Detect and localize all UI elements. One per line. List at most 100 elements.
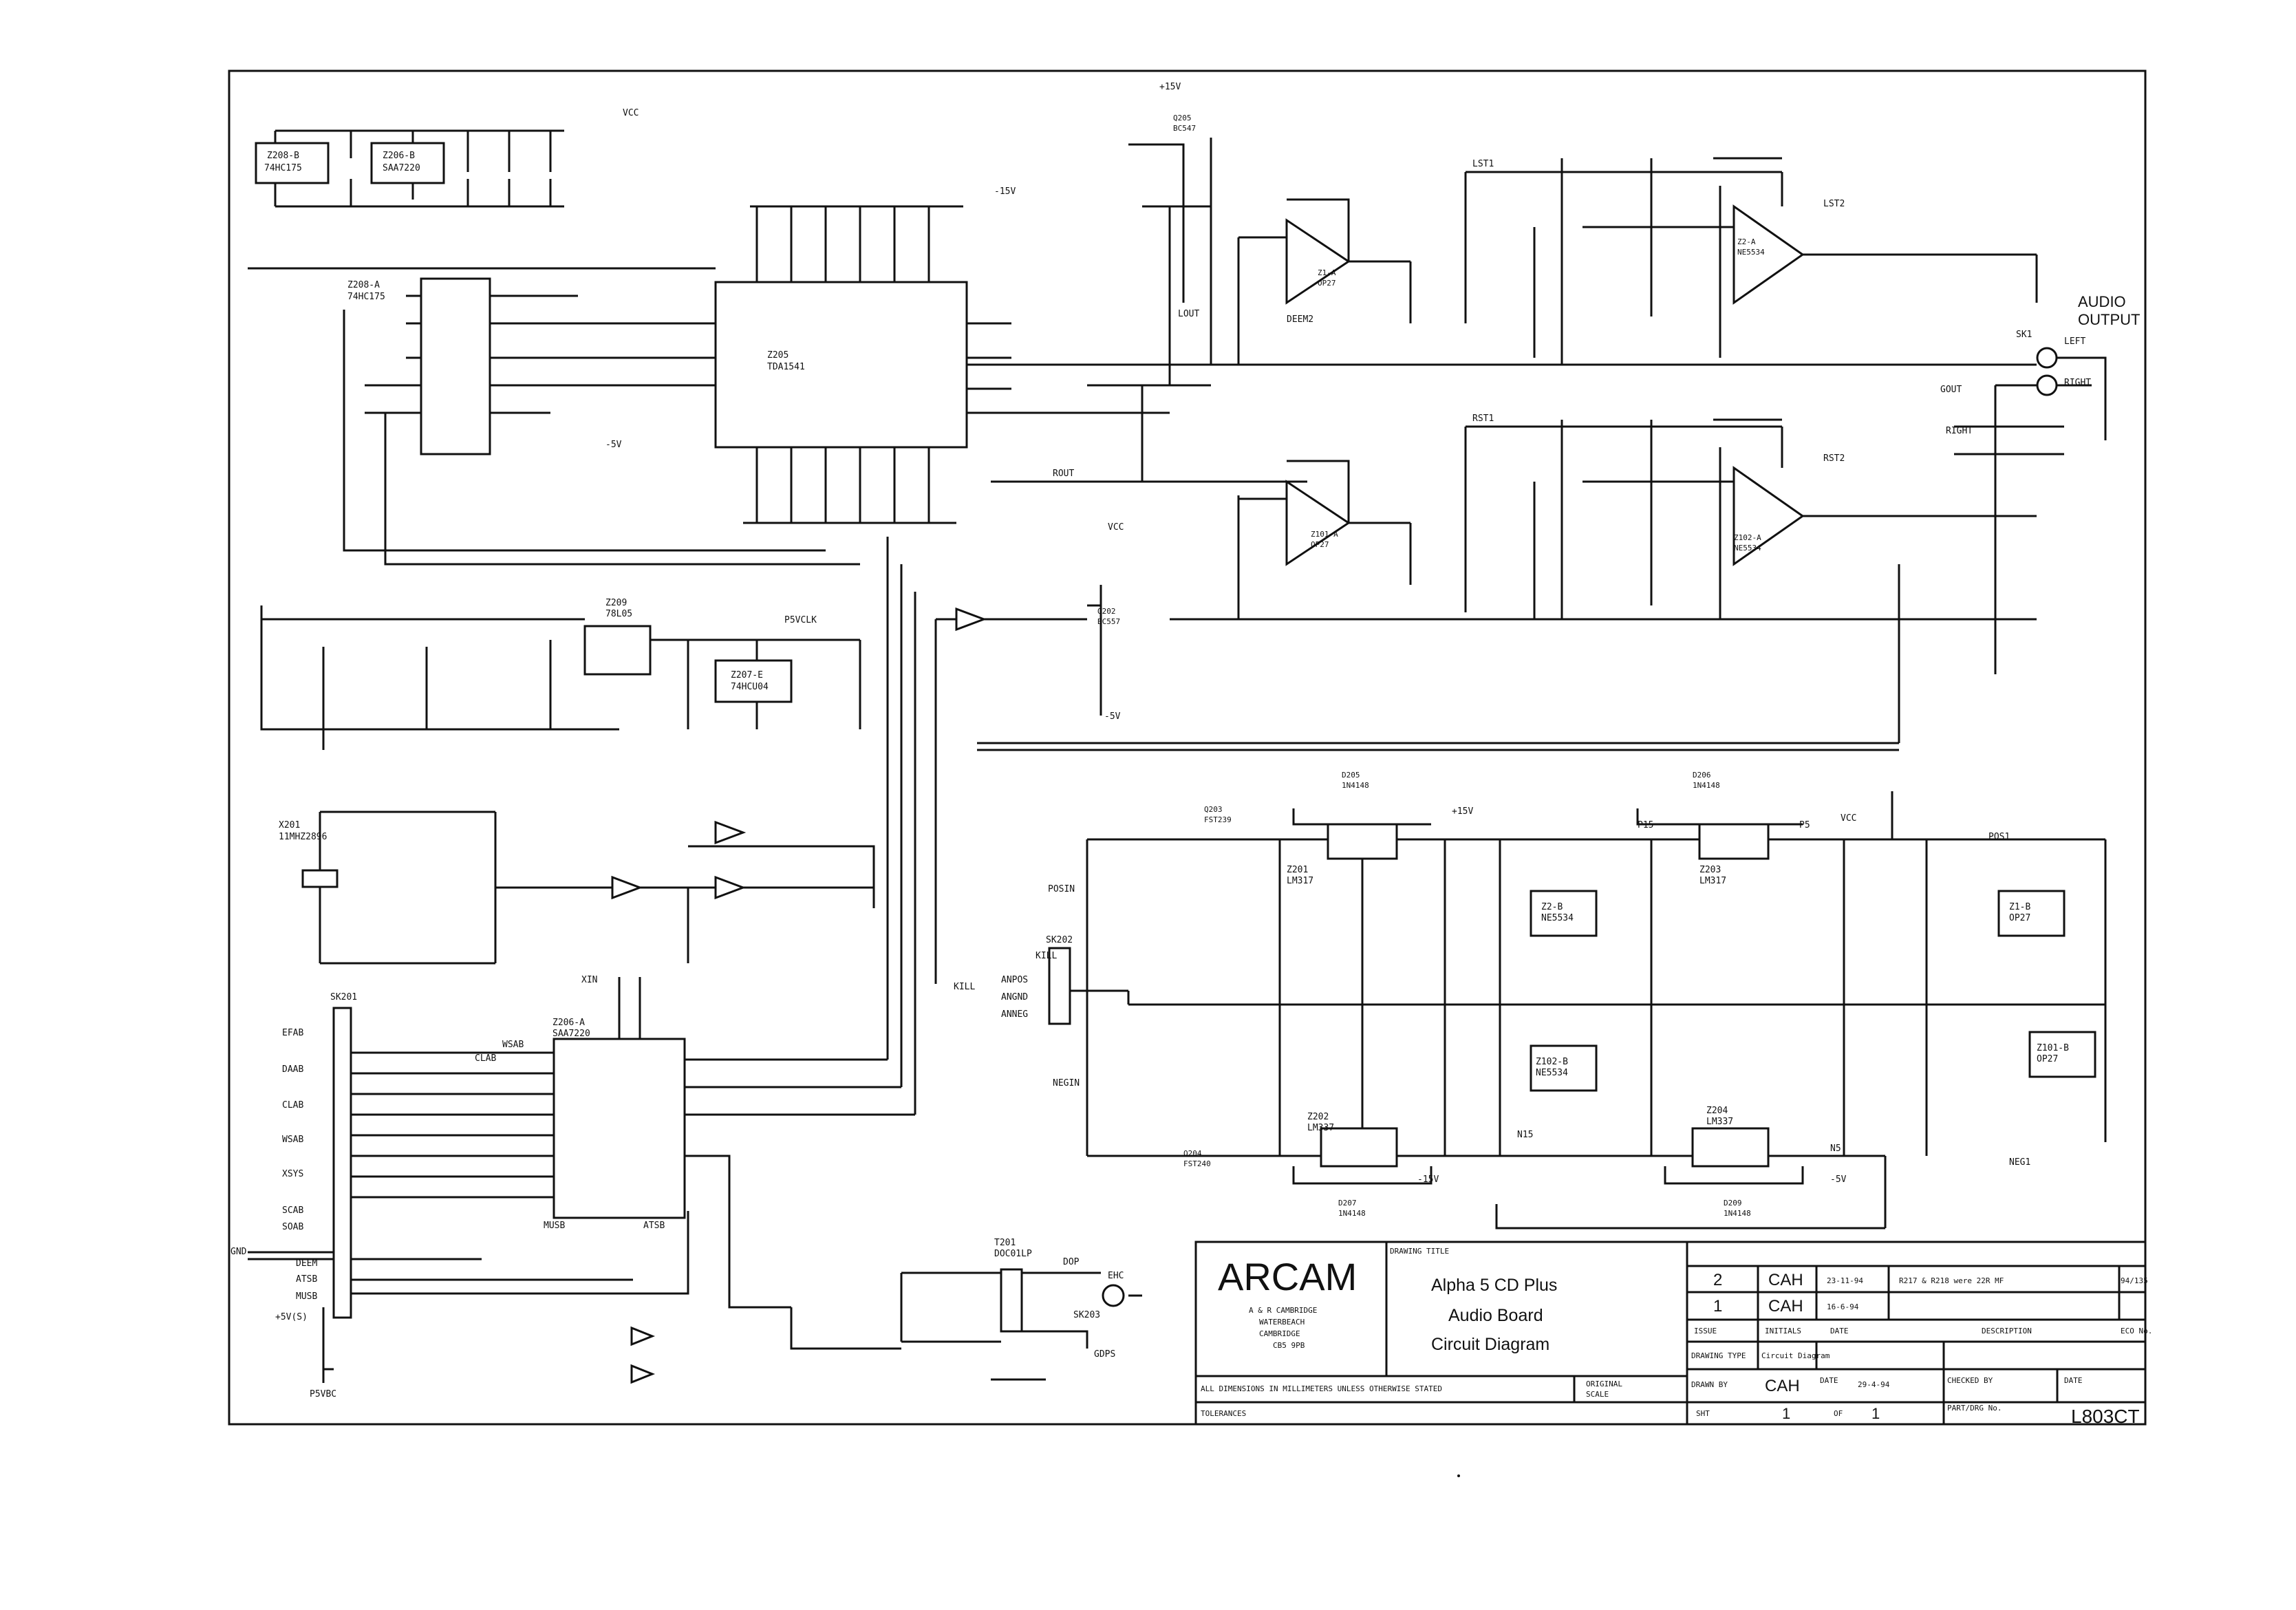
right-test-label: RIGHT: [1946, 426, 1973, 436]
of-label: OF: [1834, 1409, 1843, 1418]
z206a-part: SAA7220: [552, 1029, 590, 1039]
z207d-inverter: [714, 875, 747, 900]
z1b-part: OP27: [2009, 913, 2030, 923]
drawing-type-label: DRAWING TYPE: [1691, 1351, 1746, 1360]
ground-bus-wires: [967, 363, 2037, 483]
drawing-type-value: Circuit Diagram: [1761, 1351, 1830, 1360]
d207-part: 1N4148: [1338, 1209, 1366, 1218]
date-label: DATE: [1820, 1376, 1838, 1385]
deem-label: DEEM: [296, 1258, 317, 1269]
t201-part: DOC01LP: [994, 1249, 1032, 1259]
m15v-top-label: -15V: [994, 186, 1016, 197]
t201-transformer: [1000, 1268, 1023, 1333]
d206-part: 1N4148: [1693, 781, 1720, 790]
z2a-part: NE5534: [1737, 248, 1765, 257]
clab-bus-label: CLAB: [475, 1053, 496, 1064]
p15-label: P15: [1638, 820, 1653, 830]
z208b-ref: Z208-B: [267, 151, 299, 161]
efab-label: EFAB: [282, 1028, 303, 1038]
z207e-part: 74HCU04: [731, 682, 769, 692]
rst2-label: RST2: [1823, 453, 1845, 464]
z206b-ref: Z206-B: [383, 151, 415, 161]
q204-ref: Q204: [1183, 1149, 1202, 1158]
z101b-ref: Z101-B: [2037, 1043, 2069, 1053]
z205-pins: [578, 206, 1011, 524]
left-output-jack: [2036, 347, 2058, 369]
drawn-by-label: DRAWN BY: [1691, 1380, 1728, 1389]
spdif-wires: [790, 1271, 1142, 1381]
checked-by-label: CHECKED BY: [1947, 1376, 1993, 1385]
ehc-label: EHC: [1108, 1271, 1124, 1281]
kill-label: KILL: [954, 982, 975, 992]
z206b-part: SAA7220: [383, 163, 420, 173]
gout-label: GOUT: [1940, 385, 1962, 395]
z1a-opamp: [1285, 218, 1351, 305]
z206b-supply-wires: [274, 129, 564, 208]
z207f-spare-inverter: [630, 1364, 656, 1384]
sk201-connector: [332, 1007, 352, 1319]
neg1-label: NEG1: [2009, 1157, 2030, 1168]
regulator-wires: [260, 605, 861, 750]
z1a-ref: Z1-A: [1318, 268, 1336, 277]
z204-part: LM337: [1706, 1117, 1733, 1127]
z209-ref: Z209: [605, 598, 627, 608]
original-scale-label1: ORIGINAL: [1586, 1380, 1622, 1388]
company-logo-text: ARCAM: [1218, 1255, 1357, 1298]
address-line3: CAMBRIDGE: [1259, 1329, 1300, 1338]
z206b-box: [370, 142, 445, 184]
z2a-ref: Z2-A: [1737, 237, 1756, 246]
z101b-box: [2028, 1031, 2096, 1078]
z202-regulator: [1320, 1127, 1398, 1168]
audio-output-line1: AUDIO: [2078, 293, 2126, 310]
q202-ref: Q202: [1097, 607, 1116, 616]
z207e-ref: Z207-E: [731, 670, 763, 680]
angnd-label: ANGND: [1001, 992, 1028, 1002]
left-label: LEFT: [2064, 336, 2085, 347]
part-number: L803CT: [2071, 1406, 2140, 1427]
q202-part: BC557: [1097, 617, 1120, 626]
rev2-eco: 94/135: [2121, 1276, 2148, 1285]
z1a-part: OP27: [1318, 279, 1336, 288]
p5vbc-label: P5VBC: [310, 1389, 336, 1399]
part-label: PART/DRG No.: [1947, 1404, 2002, 1413]
rev2-initials: CAH: [1768, 1271, 1803, 1289]
d209-ref: D209: [1724, 1199, 1742, 1208]
z201-ref: Z201: [1287, 865, 1308, 875]
anpos-label: ANPOS: [1001, 975, 1028, 985]
title-block-frame: [1194, 1241, 2147, 1426]
title-line2: Audio Board: [1448, 1306, 1543, 1325]
tolerances-label: TOLERANCES: [1201, 1409, 1246, 1418]
x201-part: 11MHZ2896: [279, 832, 327, 842]
date-value: 29-4-94: [1858, 1380, 1890, 1389]
title-line3: Circuit Diagram: [1431, 1335, 1549, 1354]
kill-wires: [934, 585, 1102, 984]
z204-ref: Z204: [1706, 1106, 1728, 1116]
right-label: RIGHT: [2064, 378, 2091, 388]
p5-label: P5: [1799, 820, 1810, 830]
vcc-psu-label: VCC: [1841, 813, 1856, 824]
z206a-box: [552, 1038, 686, 1219]
anneg-label: ANNEG: [1001, 1009, 1028, 1020]
q203-part: FST239: [1204, 815, 1232, 824]
rev2-date: 23-11-94: [1827, 1276, 1863, 1285]
sk1-label: SK1: [2016, 330, 2032, 340]
title-line1: Alpha 5 CD Plus: [1431, 1276, 1557, 1295]
z205-box: [714, 281, 968, 449]
z102b-ref: Z102-B: [1536, 1057, 1568, 1067]
psu-wires: [1070, 791, 2107, 1230]
z207b-inverter: [714, 820, 747, 845]
lst2-label: LST2: [1823, 199, 1845, 209]
x201-crystal: [301, 869, 339, 888]
rev-header-date: DATE: [1830, 1327, 1849, 1335]
xsys-label: XSYS: [282, 1169, 303, 1179]
posin-label: POSIN: [1048, 884, 1075, 894]
z208a-part: 74HC175: [347, 292, 385, 302]
rev-header-description: DESCRIPTION: [1982, 1327, 2032, 1335]
dop-label: DOP: [1063, 1257, 1080, 1267]
gnd-label: GND: [230, 1247, 247, 1257]
checked-date-label: DATE: [2064, 1376, 2083, 1385]
title-block: ARCAM A & R CAMBRIDGE WATERBEACH CAMBRID…: [1194, 1241, 2152, 1427]
z102a-ref: Z102-A: [1734, 533, 1761, 542]
